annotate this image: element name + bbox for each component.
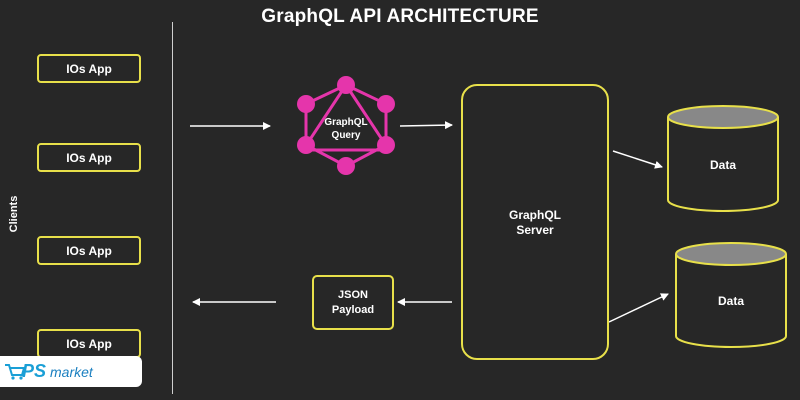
graphql-server-label: GraphQL Server — [461, 208, 609, 238]
database-icon — [675, 242, 787, 348]
graphql-query-label-line2: Query — [331, 130, 361, 141]
server-label-line1: GraphQL — [508, 208, 561, 222]
json-payload-label-line2: Payload — [331, 303, 375, 316]
database-label: Data — [717, 294, 744, 308]
client-app-box: IOs App — [37, 236, 141, 265]
database-icon — [667, 105, 779, 212]
graphql-logo-icon — [297, 76, 395, 175]
graphql-query-label-line1: GraphQL — [324, 117, 368, 128]
cart-icon — [5, 364, 26, 380]
watermark-brand-market: market — [50, 363, 93, 380]
diagram-title: GraphQL API ARCHITECTURE — [261, 6, 539, 27]
client-app-box: IOs App — [37, 54, 141, 83]
graphql-server-box — [461, 84, 609, 360]
watermark-logo: PS market — [0, 356, 142, 387]
client-app-box: IOs App — [37, 143, 141, 172]
server-label-line2: Server — [516, 223, 554, 237]
arrow-query-to-server — [399, 121, 453, 130]
arrow-server-to-data-bottom — [608, 293, 669, 323]
arrow-server-to-data-top — [612, 150, 663, 169]
json-payload-label-line1: JSON — [338, 288, 368, 301]
watermark-brand-ps: PS — [22, 361, 47, 381]
database-label: Data — [709, 158, 736, 172]
json-payload-box: JSON Payload — [312, 275, 394, 330]
graphql-query-label: GraphQL Query — [296, 116, 396, 142]
client-divider-line — [172, 22, 173, 394]
